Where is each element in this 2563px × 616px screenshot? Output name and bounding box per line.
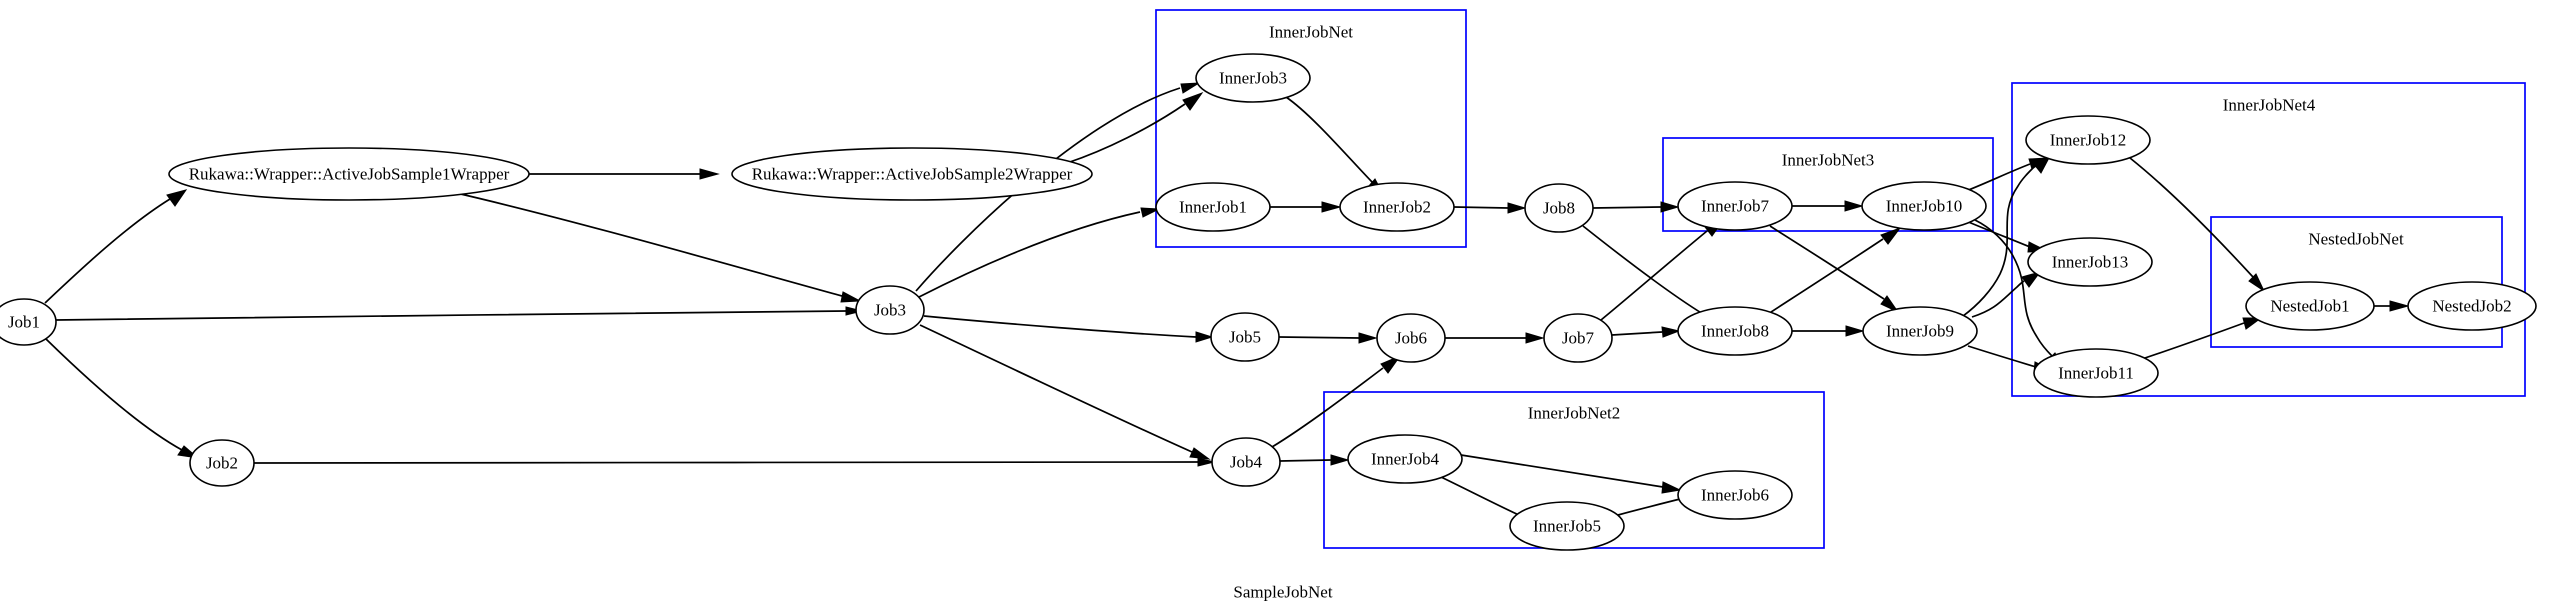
edge-job6-to-job7 [1445,332,1545,344]
node-job3[interactable]: Job3 [855,285,925,335]
edge-job8-to-innerjob7 [1592,201,1680,213]
edge-job7-to-innerjob8 [1611,326,1681,338]
node-innerjob1[interactable]: InnerJob1 [1155,182,1271,232]
edge-job3-to-innerjob1 [918,207,1161,298]
cluster-innerjobnet-label: InnerJobNet [1269,23,1353,42]
cluster-innerjobnet3: InnerJobNet3 [1662,137,1994,232]
edge-job5-to-job6 [1278,332,1378,344]
edge-innerjob9-to-innerjob13 [1971,271,2042,318]
edge-job1-to-wrapper1 [44,189,188,304]
edge-wrapper2-to-innerjob3 [1066,91,1204,164]
edge-job3-to-job4 [919,324,1211,460]
cluster-innerjobnet2-label: InnerJobNet2 [1528,404,1621,423]
cluster-innerjobnet: InnerJobNet [1155,9,1467,248]
node-job5[interactable]: Job5 [1210,312,1280,362]
node-activejobsample2wrapper[interactable]: Rukawa::Wrapper::ActiveJobSample2Wrapper [731,147,1093,201]
edge-job4-to-innerjob4 [1279,454,1350,466]
cluster-innerjobnet3-label: InnerJobNet3 [1782,151,1875,170]
edge-wrapper1-to-job3 [451,191,862,303]
node-job6[interactable]: Job6 [1376,313,1446,363]
edge-innerjob8-to-innerjob10 [1770,226,1902,313]
node-innerjob2[interactable]: InnerJob2 [1339,182,1455,232]
node-job8[interactable]: Job8 [1524,183,1594,233]
node-job1[interactable]: Job1 [0,298,57,346]
node-innerjob8[interactable]: InnerJob8 [1677,306,1793,356]
node-innerjob11[interactable]: InnerJob11 [2033,348,2159,398]
edge-innerjob3-to-innerjob2 [1285,96,1386,198]
node-innerjob13[interactable]: InnerJob13 [2027,237,2153,287]
edge-innerjob4-to-innerjob6 [1460,454,1682,494]
cluster-nestedjobnet-label: NestedJobNet [2308,230,2404,249]
graph-title-label: SampleJobNet [1233,583,1332,602]
cluster-innerjobnet3-box [1662,137,1994,232]
node-innerjob10[interactable]: InnerJob10 [1861,181,1987,231]
cluster-nestedjobnet-box [2210,216,2503,348]
node-innerjob4[interactable]: InnerJob4 [1347,434,1463,484]
node-nestedjob2[interactable]: NestedJob2 [2407,281,2537,331]
edge-job4-to-job6 [1271,354,1402,448]
edge-innerjob11-to-nestedjob1 [2138,317,2263,361]
edge-innerjob8-to-innerjob9 [1792,325,1865,337]
edge-nestedjob1-to-nestedjob2 [2374,300,2410,312]
edge-innerjob9-to-innerjob12 [1962,155,2052,317]
node-innerjob7[interactable]: InnerJob7 [1677,181,1793,231]
edge-job1-to-job2 [45,338,200,459]
edge-job3-to-job5 [923,315,1214,343]
node-job4[interactable]: Job4 [1211,437,1281,487]
node-layer: Job1 Job2 Job3 Job4 Job5 Job6 [0,53,2537,551]
edge-innerjob2-to-job8 [1453,202,1527,214]
edge-wrapper1-to-wrapper2 [529,168,720,180]
edge-innerjob1-to-innerjob2 [1270,201,1342,213]
edge-innerjob12-to-nestedjob1 [2129,157,2266,293]
edge-innerjob10-to-innerjob12 [1965,157,2050,192]
node-innerjob5[interactable]: InnerJob5 [1509,501,1625,551]
node-nestedjob1[interactable]: NestedJob1 [2245,281,2375,331]
edge-job1-to-job3 [55,306,863,321]
node-innerjob6[interactable]: InnerJob6 [1677,470,1793,520]
cluster-innerjobnet4-label: InnerJobNet4 [2223,96,2316,115]
node-job7[interactable]: Job7 [1543,313,1613,363]
node-innerjob3[interactable]: InnerJob3 [1195,53,1311,103]
cluster-innerjobnet-box [1155,9,1467,248]
node-job2[interactable]: Job2 [189,439,255,487]
edge-job7-to-innerjob7 [1600,217,1726,321]
cluster-nestedjobnet: NestedJobNet [2210,216,2503,348]
cluster-layer: InnerJobNet InnerJobNet3 InnerJobNet2 In… [1155,9,2526,549]
node-innerjob12[interactable]: InnerJob12 [2025,115,2151,165]
edge-job2-to-job4 [253,457,1215,467]
node-innerjob9[interactable]: InnerJob9 [1862,306,1978,356]
edge-job8-to-innerjob8 [1582,225,1719,329]
edge-innerjob7-to-innerjob9 [1769,225,1900,314]
node-activejobsample1wrapper[interactable]: Rukawa::Wrapper::ActiveJobSample1Wrapper [168,147,530,201]
edge-innerjob7-to-innerjob10 [1792,200,1864,212]
